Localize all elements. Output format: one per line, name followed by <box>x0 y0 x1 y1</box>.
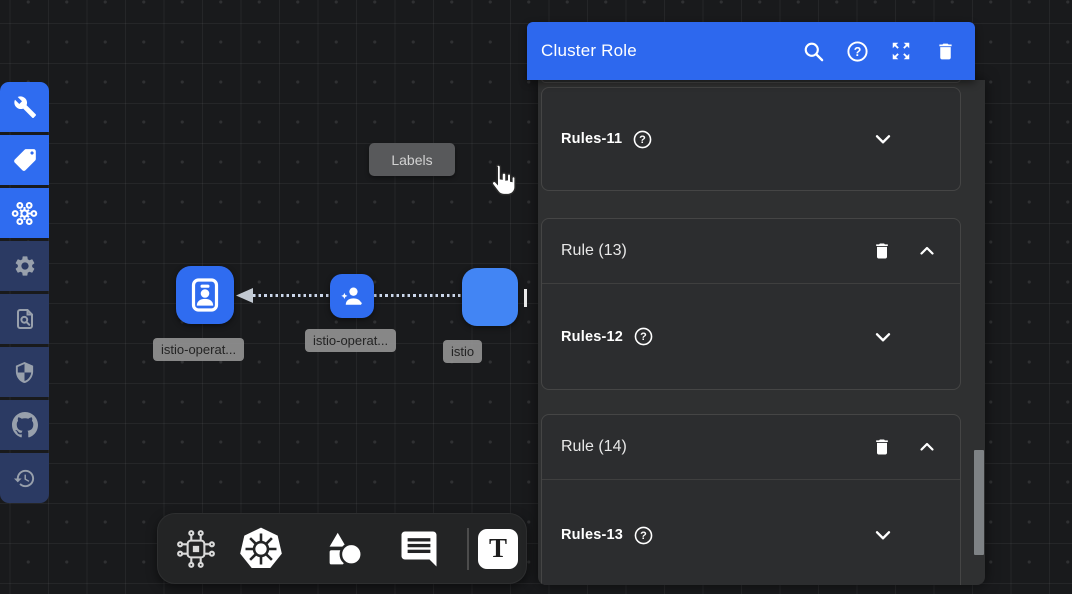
shield-icon <box>15 361 34 383</box>
help-button[interactable]: ? <box>845 39 869 63</box>
labels-tool-button[interactable] <box>0 135 49 185</box>
wrench-icon <box>13 96 36 118</box>
rules-row: Rules-12 ? <box>542 284 960 389</box>
service-account-icon <box>340 287 362 305</box>
delete-component-button[interactable] <box>933 39 957 63</box>
history-tool-button[interactable] <box>0 453 49 503</box>
trash-icon <box>938 43 952 59</box>
collapse-rule-button[interactable] <box>914 239 940 263</box>
svg-text:?: ? <box>640 331 647 343</box>
help-icon: ? <box>846 40 868 62</box>
scan-doc-tool-button[interactable] <box>0 294 49 344</box>
github-tool-button[interactable] <box>0 400 49 450</box>
chevron-down-icon <box>875 531 891 540</box>
hub-icon <box>11 201 38 225</box>
node-label: istio <box>443 340 483 363</box>
chevron-up-icon <box>920 442 934 451</box>
shapes-tool-button[interactable] <box>321 526 367 572</box>
delete-rule-button[interactable] <box>869 240 895 262</box>
chevron-down-icon <box>875 135 891 144</box>
help-icon[interactable]: ? <box>633 525 654 546</box>
toolbar-divider <box>467 528 469 570</box>
rules-label: Rules-11 <box>561 131 623 147</box>
shapes-icon <box>325 528 364 567</box>
search-icon <box>804 42 823 61</box>
comment-icon <box>401 531 437 566</box>
circuit-tool-button[interactable] <box>173 526 219 572</box>
edge-dotted <box>374 294 462 297</box>
node-cluster-role[interactable] <box>176 266 234 324</box>
circuit-icon <box>177 529 215 568</box>
panel-scrollbar[interactable] <box>974 450 984 555</box>
collapse-rule-button[interactable] <box>914 435 940 459</box>
label-tag-icon <box>13 149 36 171</box>
kubernetes-tool-button[interactable] <box>238 525 285 572</box>
edge-arrowhead-icon <box>236 288 253 303</box>
kubernetes-icon <box>240 527 282 568</box>
expand-section-button[interactable] <box>870 522 896 548</box>
edge-dotted <box>253 294 330 297</box>
settings-tool-button[interactable] <box>0 241 49 291</box>
rules-label: Rules-13 <box>561 527 624 543</box>
rule-header-label: Rule (13) <box>561 242 627 259</box>
drawer-edge-caret <box>524 289 527 307</box>
expand-button[interactable] <box>889 39 913 63</box>
node-label: istio-operat... <box>153 338 245 361</box>
delete-rule-button[interactable] <box>869 436 895 458</box>
panel-header: Cluster Role ? <box>527 22 975 80</box>
help-icon[interactable]: ? <box>632 129 653 150</box>
shield-tool-button[interactable] <box>0 347 49 397</box>
svg-text:?: ? <box>853 44 861 58</box>
help-icon[interactable]: ? <box>633 326 654 347</box>
node-istio-operator-3[interactable] <box>462 268 518 326</box>
text-tool-button[interactable]: T <box>478 528 518 569</box>
trash-icon <box>876 243 888 259</box>
rule-card-partial <box>541 80 961 83</box>
chevron-down-icon <box>875 332 891 341</box>
rule-header-row[interactable]: Rule (13) <box>542 219 960 284</box>
history-icon <box>13 469 35 487</box>
github-icon <box>11 412 38 438</box>
rules-label: Rules-12 <box>561 328 624 345</box>
trash-icon <box>876 439 888 455</box>
svg-text:?: ? <box>639 134 646 146</box>
svg-text:?: ? <box>640 530 647 542</box>
text-tool-icon: T <box>478 528 518 569</box>
rule-header-row[interactable]: Rule (14) <box>542 415 960 480</box>
rule-card: Rule (14) Rules-13 ? <box>541 414 961 585</box>
expand-section-button[interactable] <box>870 126 896 152</box>
cluster-role-panel: Rules-11 ? Rule (13) <box>538 80 985 585</box>
expand-icon <box>892 42 910 60</box>
hand-cursor-icon <box>491 164 516 196</box>
rule-card: Rules-11 ? <box>541 87 961 191</box>
chevron-up-icon <box>920 246 934 255</box>
gear-icon <box>15 256 34 276</box>
rule-card: Rule (13) Rules-12 ? <box>541 218 961 390</box>
search-button[interactable] <box>801 39 825 63</box>
doc-search-icon <box>16 309 33 329</box>
rules-row: Rules-13 ? <box>542 480 960 585</box>
expand-section-button[interactable] <box>870 324 896 350</box>
wrench-tool-button[interactable] <box>0 82 49 132</box>
hub-tool-button[interactable] <box>0 188 49 238</box>
id-badge-icon <box>191 278 219 312</box>
bottom-toolbar: T <box>157 513 527 584</box>
panel-title: Cluster Role <box>541 41 637 60</box>
node-cluster-role-binding[interactable] <box>330 274 374 318</box>
rule-header-label: Rule (14) <box>561 438 627 455</box>
comment-tool-button[interactable] <box>398 528 440 570</box>
rules-row: Rules-11 ? <box>542 88 960 190</box>
node-label: istio-operat... <box>305 329 397 352</box>
labels-tooltip: Labels <box>369 143 455 176</box>
